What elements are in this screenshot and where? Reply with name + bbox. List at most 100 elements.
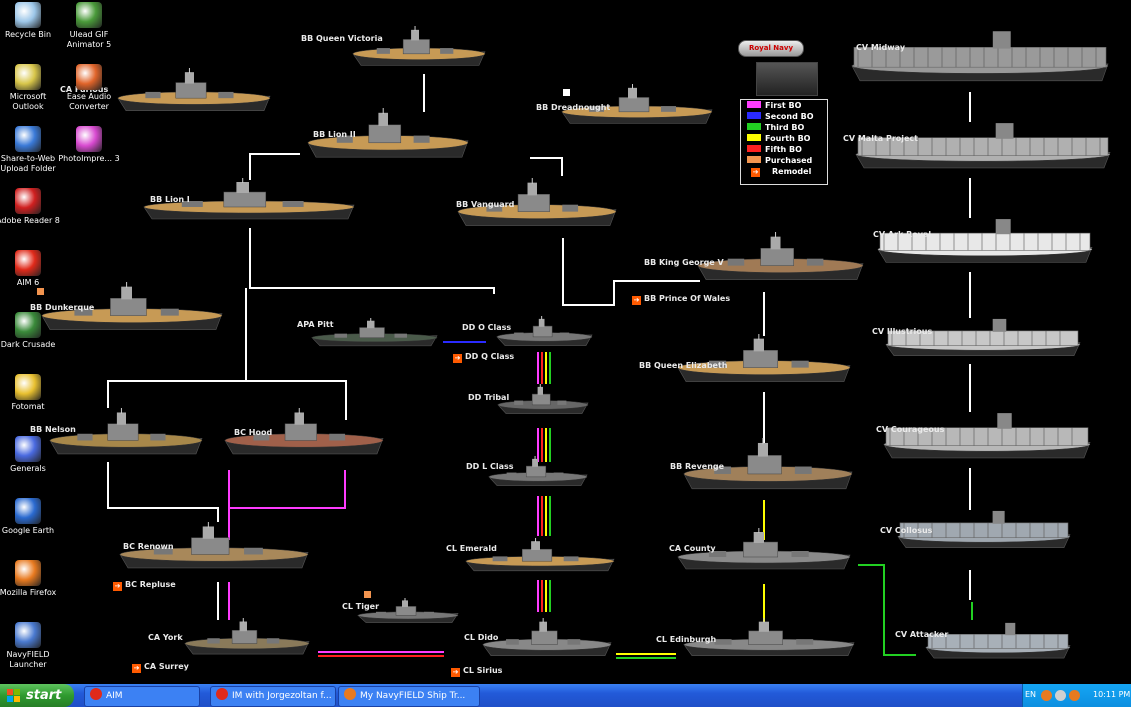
ship-renown[interactable] <box>119 522 309 569</box>
firefox-tray-icon[interactable] <box>1069 690 1080 701</box>
ship-cl-tiger[interactable] <box>357 598 459 623</box>
desktop-icon[interactable]: NavyFIELD Launcher <box>0 622 63 670</box>
ship-cv-courageous[interactable] <box>883 413 1091 459</box>
ship-vanguard[interactable] <box>457 178 617 226</box>
ship-label-dd-tribal: DD Tribal <box>468 393 510 402</box>
desktop-icon[interactable]: Generals <box>0 436 63 474</box>
desktop-icon-label: Recycle Bin <box>4 30 52 39</box>
ship-nelson[interactable] <box>49 408 203 455</box>
ship-dreadnought[interactable] <box>561 84 713 124</box>
taskbar-button-label: AIM <box>106 691 123 701</box>
remodel-bc-repluse: ➔BC Repluse <box>113 580 176 591</box>
ship-queen-victoria[interactable] <box>352 26 486 66</box>
back-arrow-icon[interactable] <box>1041 690 1052 701</box>
desktop-icon[interactable]: AIM 6 <box>0 250 63 288</box>
tree-connector <box>530 157 563 176</box>
desktop-icon-label: PhotoImpre... 3 <box>58 154 120 163</box>
royal-navy-emblem <box>756 62 818 96</box>
ship-cv-collosus[interactable] <box>897 510 1071 549</box>
ship-label-dunkerque: BB Dunkerque <box>30 303 95 312</box>
start-button[interactable]: start <box>0 684 74 707</box>
ship-cv-attacker[interactable] <box>925 622 1071 659</box>
ship-kgv[interactable] <box>697 232 864 280</box>
ship-label-cv-malta: CV Malta Project <box>843 134 918 143</box>
google-earth-icon <box>15 498 41 524</box>
ship-cv-malta[interactable] <box>855 123 1111 169</box>
ship-dunkerque[interactable] <box>41 282 223 330</box>
desktop-icon-label: Microsoft Outlook <box>9 92 47 111</box>
remodel-label-text: BC Repluse <box>125 580 176 589</box>
system-tray: EN 10:11 PM <box>1022 684 1131 707</box>
desktop-icon[interactable]: PhotoImpre... 3 <box>54 126 124 164</box>
ship-cv-illustrious[interactable] <box>885 318 1081 357</box>
ship-label-cl-edinburgh: CL Edinburgh <box>656 635 717 644</box>
taskbar: start AIM IM with Jorgezoltan f... My Navy… <box>0 684 1131 707</box>
legend-item: First BO <box>741 100 827 111</box>
volume-icon[interactable] <box>1055 690 1066 701</box>
ship-cv-ark-royal[interactable] <box>877 219 1093 263</box>
desktop-icon[interactable]: Share-to-Web Upload Folder <box>0 126 63 174</box>
desktop-icon-label: NavyFIELD Launcher <box>6 650 50 669</box>
ship-cv-midway[interactable] <box>851 31 1109 82</box>
ship-label-hood: BC Hood <box>234 428 273 437</box>
language-indicator[interactable]: EN <box>1025 690 1037 699</box>
desktop-icon[interactable]: Google Earth <box>0 498 63 536</box>
ship-ca-york[interactable] <box>184 618 310 655</box>
desktop-icon-label: Generals <box>10 464 46 473</box>
remodel-label-text: CA Surrey <box>144 662 189 671</box>
ship-dd-l[interactable] <box>488 456 588 486</box>
desktop-icon-label: Share-to-Web Upload Folder <box>0 154 56 173</box>
windows-flag-icon <box>7 689 20 702</box>
ship-label-ca-york: CA York <box>148 633 183 642</box>
taskbar-button[interactable]: My NavyFIELD Ship Tr... <box>338 686 480 707</box>
ship-lion-ii[interactable] <box>307 108 469 158</box>
desktop-icon[interactable]: Recycle Bin <box>0 2 63 40</box>
desktop-icon[interactable]: Ulead GIF Animator 5 <box>54 2 124 50</box>
ship-cl-emerald[interactable] <box>465 538 615 572</box>
legend-item: Third BO <box>741 122 827 133</box>
desktop-icon[interactable]: Mozilla Firefox <box>0 560 63 598</box>
ship-label-cv-collosus: CV Collosus <box>880 526 933 535</box>
ship-label-cl-tiger: CL Tiger <box>342 602 380 611</box>
fotomat-icon <box>15 374 41 400</box>
ship-dd-o[interactable] <box>496 316 593 346</box>
remodel-arrow-icon: ➔ <box>632 296 641 305</box>
desktop-icon[interactable]: Dark Crusade <box>0 312 63 350</box>
legend-label: Fifth BO <box>765 145 802 154</box>
desktop-icon[interactable]: Adobe Reader 8 <box>0 188 63 226</box>
ship-label-dd-l: DD L Class <box>466 462 514 471</box>
desktop-icon-label: Ease Audio Converter <box>66 92 112 111</box>
ship-ca-county[interactable] <box>677 528 851 570</box>
legend-item: Purchased <box>741 155 827 166</box>
taskbar-button[interactable]: IM with Jorgezoltan f... <box>210 686 336 707</box>
ship-queen-elizabeth[interactable] <box>677 334 851 382</box>
ship-label-revenge: BB Revenge <box>670 462 725 471</box>
ship-label-lion-i: BB Lion I <box>150 195 190 204</box>
legend-swatch <box>747 145 761 152</box>
ship-cl-edinburgh[interactable] <box>683 618 855 657</box>
taskbar-button-label: My NavyFIELD Ship Tr... <box>360 691 466 701</box>
legend-item: Fourth BO <box>741 133 827 144</box>
taskbar-button[interactable]: AIM <box>84 686 200 707</box>
desktop-icon[interactable]: Ease Audio Converter <box>54 64 124 112</box>
desktop-icon[interactable]: Fotomat <box>0 374 63 412</box>
ship-label-apa-pitt: APA Pitt <box>297 320 334 329</box>
tree-connector <box>858 564 916 656</box>
clock: 10:11 PM <box>1093 690 1131 699</box>
ship-ca-furious[interactable] <box>117 68 271 111</box>
ship-lion-i[interactable] <box>143 178 355 220</box>
tree-connector <box>107 288 247 408</box>
ship-revenge[interactable] <box>683 438 853 490</box>
recycle-bin-icon <box>15 2 41 28</box>
desktop-icon-label: AIM 6 <box>16 278 40 287</box>
ship-label-lion-ii: BB Lion II <box>313 130 356 139</box>
ship-apa-pitt[interactable] <box>311 318 438 347</box>
ship-hood[interactable] <box>224 408 384 455</box>
desktop-icon[interactable]: Microsoft Outlook <box>0 64 63 112</box>
ship-dd-tribal[interactable] <box>497 384 589 414</box>
taskbar-button-label: IM with Jorgezoltan f... <box>232 691 332 701</box>
share-to-web-icon <box>15 126 41 152</box>
remodel-label-text: CL Sirius <box>463 666 503 675</box>
ship-cl-dido[interactable] <box>482 618 612 657</box>
